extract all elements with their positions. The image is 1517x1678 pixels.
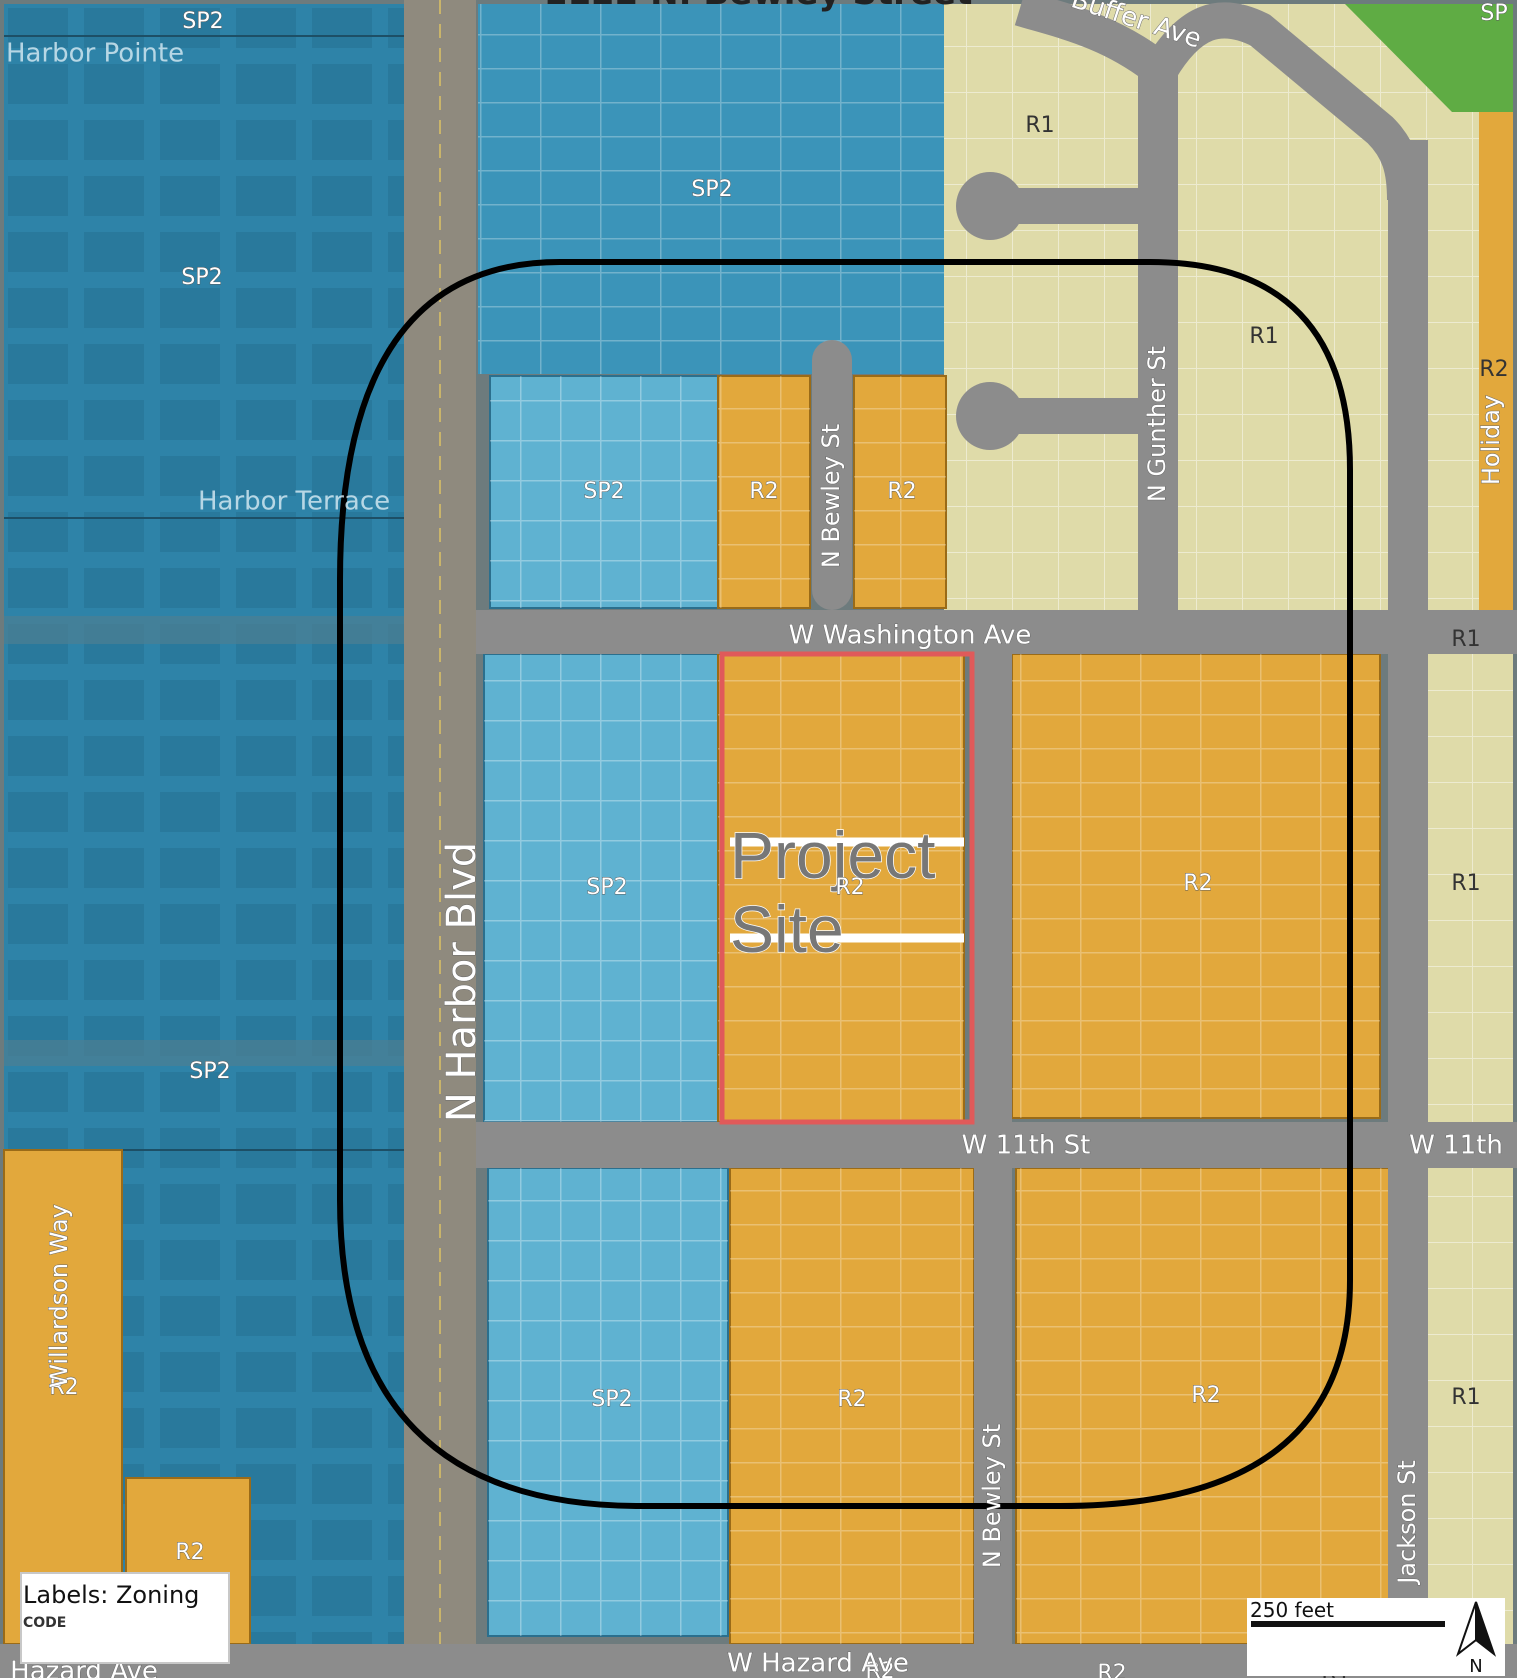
road-west-local bbox=[4, 616, 404, 644]
map-title: 1122 N. Bewley Street bbox=[544, 0, 973, 13]
texture bbox=[718, 654, 964, 1122]
texture bbox=[490, 376, 718, 608]
zone-label: SP2 bbox=[189, 1059, 230, 1084]
zone-park[interactable] bbox=[1345, 4, 1513, 112]
zone-label: R2 bbox=[1097, 1661, 1126, 1678]
zone-label: SP2 bbox=[586, 875, 627, 900]
zone-label: R2 bbox=[175, 1540, 204, 1565]
zone-label: R2 bbox=[1479, 357, 1508, 382]
street-hazard: W Hazard Ave bbox=[727, 1649, 909, 1678]
scale-bar-box: 250 feet N bbox=[1247, 1598, 1505, 1676]
project-site-boundary[interactable] bbox=[719, 651, 975, 1125]
texture bbox=[1012, 654, 1380, 1118]
road-gunther bbox=[1138, 70, 1178, 610]
road-washington bbox=[476, 610, 1517, 654]
texture bbox=[1016, 1168, 1390, 1644]
zone-r2-block-farwest[interactable] bbox=[3, 1149, 123, 1645]
north-label: N bbox=[1469, 1656, 1482, 1676]
zone-label: R2 bbox=[837, 1387, 866, 1412]
zone-label: R1 bbox=[1451, 1385, 1480, 1410]
street-gunther: N Gunther St bbox=[1143, 346, 1171, 502]
scale-bar bbox=[1251, 1621, 1445, 1627]
street-eleventh-east: W 11th bbox=[1409, 1131, 1503, 1161]
street-bewley-north: N Bewley St bbox=[817, 424, 845, 568]
zone-label: R2 bbox=[887, 479, 916, 504]
street-washington: W Washington Ave bbox=[789, 621, 1032, 651]
legend-title: Labels: Zoning bbox=[23, 1581, 200, 1609]
zone-label: R1 bbox=[1025, 113, 1054, 138]
street-eleventh: W 11th St bbox=[962, 1131, 1091, 1161]
street-holiday: Holiday bbox=[1477, 395, 1505, 485]
zone-label: R2 bbox=[749, 479, 778, 504]
zone-label: R2 bbox=[1183, 871, 1212, 896]
street-willardson: Willardson Way bbox=[45, 1204, 73, 1388]
zone-label: R2 bbox=[835, 875, 864, 900]
road-bewley-south bbox=[974, 654, 1012, 1644]
cul-de-sac-1 bbox=[956, 172, 1024, 240]
texture bbox=[488, 1168, 728, 1636]
legend-code: CODE bbox=[23, 1615, 67, 1631]
cul-de-sac-2 bbox=[956, 382, 1024, 450]
zone-label: SP bbox=[1480, 1, 1507, 26]
zone-label: SP2 bbox=[181, 265, 222, 290]
texture bbox=[484, 654, 718, 1122]
zone-label: SP2 bbox=[691, 177, 732, 202]
zone-label: R1 bbox=[1451, 871, 1480, 896]
zone-label: R2 bbox=[865, 1659, 894, 1678]
road-bewley-north bbox=[812, 340, 852, 610]
road-buffer-ave bbox=[1144, 2, 1423, 201]
zone-r2-east-strip[interactable] bbox=[1479, 112, 1513, 622]
project-site-label-line1: Project bbox=[730, 818, 935, 892]
project-site-label-line2: Site bbox=[730, 892, 844, 966]
street-bewley-south: N Bewley St bbox=[978, 1424, 1006, 1568]
texture bbox=[854, 376, 946, 608]
zone-label: R2 bbox=[49, 1375, 78, 1400]
texture bbox=[730, 1168, 974, 1644]
zone-sp2-north-texture bbox=[478, 4, 944, 374]
zone-label: SP2 bbox=[583, 479, 624, 504]
buffer-500ft bbox=[337, 259, 1353, 1509]
zone-label: SP2 bbox=[591, 1387, 632, 1412]
street-harbor-blvd: N Harbor Blvd bbox=[439, 842, 485, 1122]
zone-label: SP2 bbox=[182, 9, 223, 34]
street-jackson: Jackson St bbox=[1393, 1460, 1421, 1586]
zone-label: R1 bbox=[1451, 627, 1480, 652]
legend: Labels: Zoning CODE bbox=[20, 1572, 230, 1664]
north-arrow-icon: N bbox=[1455, 1601, 1497, 1676]
scale-label: 250 feet bbox=[1250, 1598, 1335, 1622]
road-buffer-ave-west bbox=[1014, 0, 1172, 85]
zone-label: R1 bbox=[1249, 324, 1278, 349]
place-harbor-pointe: Harbor Pointe bbox=[6, 39, 184, 69]
road-jackson bbox=[1388, 140, 1428, 1644]
place-harbor-terrace: Harbor Terrace bbox=[198, 487, 390, 517]
zone-label: R2 bbox=[1191, 1383, 1220, 1408]
texture bbox=[718, 376, 810, 608]
